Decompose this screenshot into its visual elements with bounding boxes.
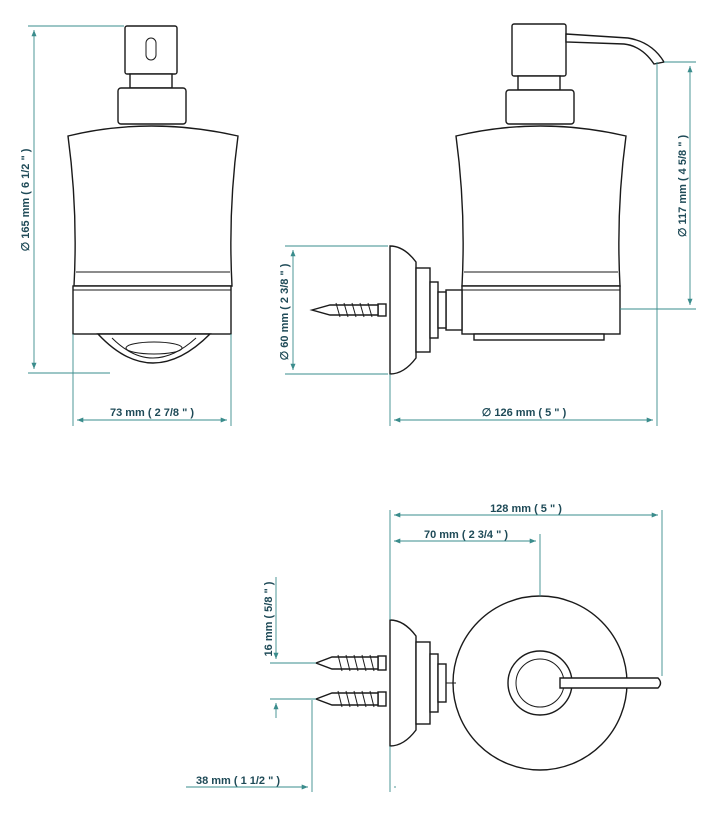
dim-top-plate-offset: 38 mm ( 1 1/2 " ) xyxy=(196,775,280,787)
front-view: ∅ 165 mm ( 6 1/2 " ) 73 mm ( 2 7/8 " ) xyxy=(20,25,239,426)
top-view: 128 mm ( 5 " ) 70 mm ( 2 3/4 " ) 16 mm (… xyxy=(186,503,663,792)
top-wall-plate xyxy=(389,619,417,747)
side-glass-container xyxy=(455,125,627,287)
side-wall-plate xyxy=(389,245,417,375)
dim-top-total-depth: 128 mm ( 5 " ) xyxy=(490,503,562,515)
glass-container xyxy=(67,125,239,287)
wall-rosette xyxy=(96,333,212,364)
side-pump-head xyxy=(505,23,666,125)
pump-head xyxy=(117,25,187,125)
holder-ring xyxy=(72,285,232,335)
dim-top-screw-spacing: 16 mm ( 5/8 " ) xyxy=(263,581,275,656)
dim-side-spout-height: ∅ 117 mm ( 4 5/8 " ) xyxy=(677,135,689,238)
side-arm xyxy=(445,289,463,331)
dim-front-width: 73 mm ( 2 7/8 " ) xyxy=(110,407,194,419)
top-screw-upper xyxy=(314,654,387,672)
side-screw xyxy=(309,302,387,318)
spout xyxy=(565,33,666,65)
dim-front-height: ∅ 165 mm ( 6 1/2 " ) xyxy=(20,148,32,251)
dim-side-plate: ∅ 60 mm ( 2 3/8 " ) xyxy=(279,263,291,360)
top-screw-lower xyxy=(314,690,387,708)
side-view: ∅ 60 mm ( 2 3/8 " ) ∅ 126 mm ( 5 " ) ∅ 1… xyxy=(279,23,696,426)
side-holder-ring xyxy=(461,285,621,335)
top-spout xyxy=(559,677,662,689)
dim-side-depth: ∅ 126 mm ( 5 " ) xyxy=(482,407,567,419)
dim-top-center-depth: 70 mm ( 2 3/4 " ) xyxy=(424,529,508,541)
